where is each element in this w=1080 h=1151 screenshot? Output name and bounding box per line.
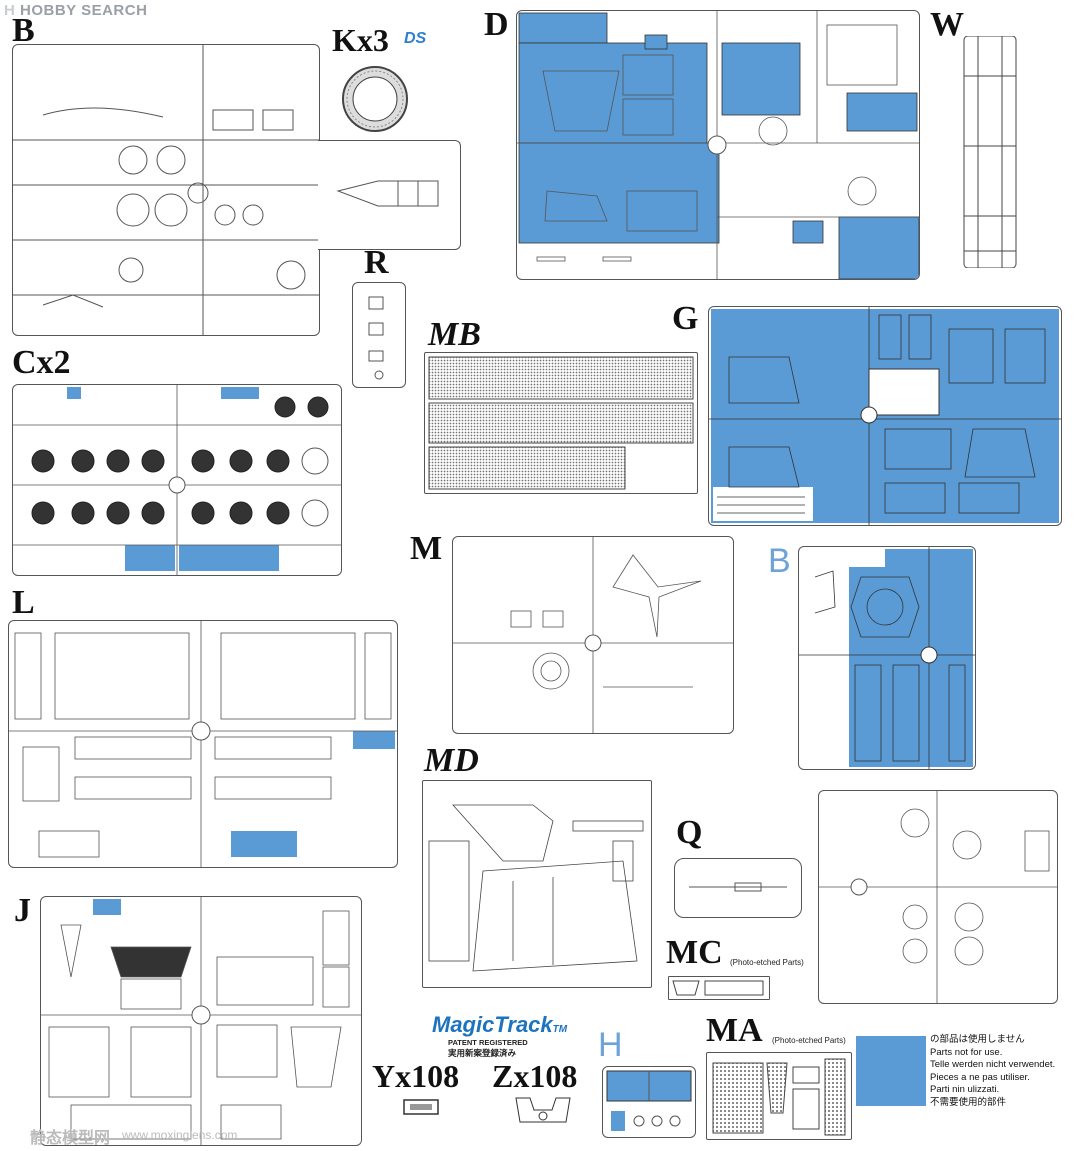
sprue-b2 [798, 546, 976, 770]
sprue-b [12, 44, 320, 336]
yx108-track-drawing [403, 1099, 439, 1115]
sprue-r [352, 282, 406, 388]
unused-parts-swatch [856, 1036, 926, 1106]
sprue-mb [424, 352, 698, 494]
sprue-label-md: MD [424, 742, 479, 779]
sprue-label-j: J [14, 892, 31, 929]
sprue-label-w: W [930, 6, 964, 43]
sprue-label-h: H [598, 1026, 623, 1064]
hobby-search-logo: H HOBBY SEARCH [4, 2, 148, 19]
sprue-q [674, 858, 802, 918]
sprue-label-q: Q [676, 814, 703, 851]
patent-registered: PATENT REGISTERED [448, 1038, 528, 1047]
sprue-label-l: L [12, 584, 35, 621]
sprue-label-mb: MB [428, 316, 481, 353]
zx108-track-drawing [515, 1097, 571, 1123]
count-yx108: Yx108 [372, 1058, 460, 1094]
sprue-b-extension [318, 140, 461, 250]
sprue-l [8, 620, 398, 868]
sprue-label-cx2: Cx2 [12, 344, 71, 381]
sprue-d-drawing [517, 11, 919, 279]
magictrack-logo: MagicTrackTM [432, 1012, 568, 1037]
sprue-cx2 [12, 384, 342, 576]
sprue-lower-right [818, 790, 1058, 1004]
unused-parts-legend: の部品は使用しません Parts not for use. Telle werd… [930, 1034, 1056, 1108]
sprue-b-drawing [13, 45, 319, 335]
sprue-label-ma: MA [706, 1012, 763, 1049]
watermark-url: www.moxinglens.com [122, 1128, 238, 1142]
mc-note: (Photo-etched Parts) [730, 958, 804, 967]
ds-badge: DS [404, 30, 427, 47]
sprue-g [708, 306, 1062, 526]
sprue-label-b2: B [768, 542, 791, 580]
sprue-d [516, 10, 920, 280]
sprue-label-kx3: Kx3 [332, 22, 389, 58]
sprue-mc [668, 976, 770, 1000]
watermark-cn: 静态模型网 [30, 1128, 111, 1147]
patent-japanese: 実用新案登録済み [448, 1049, 517, 1059]
sprue-label-g: G [672, 300, 699, 337]
count-zx108: Zx108 [492, 1058, 578, 1094]
kx3-tire-drawing [342, 66, 408, 132]
sprue-label-m: M [410, 530, 443, 567]
sprue-w-drawing [963, 36, 1017, 268]
sprue-j [40, 896, 362, 1146]
sprue-label-r: R [364, 244, 389, 281]
sprue-label-d: D [484, 6, 509, 43]
sprue-ma [706, 1052, 852, 1140]
sprue-m [452, 536, 734, 734]
ma-note: (Photo-etched Parts) [772, 1036, 846, 1045]
sprue-label-mc: MC [666, 934, 723, 971]
sprue-h [602, 1066, 696, 1138]
sprue-md [422, 780, 652, 988]
sprue-label-b: B [12, 12, 35, 49]
